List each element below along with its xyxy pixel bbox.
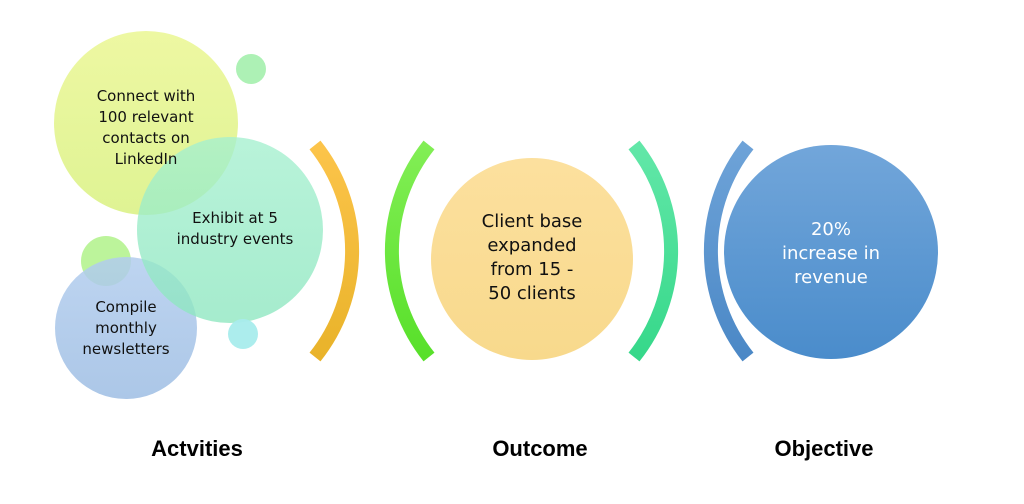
text-line: contacts on xyxy=(102,129,190,147)
text-line: Compile xyxy=(95,298,157,316)
objective-bubble xyxy=(724,145,938,359)
text-line: 20% xyxy=(810,219,851,240)
text-line: newsletters xyxy=(82,340,170,358)
text-line: expanded xyxy=(487,235,577,256)
small-bubble-cyan xyxy=(228,319,258,349)
text-line: LinkedIn xyxy=(114,150,178,168)
text-line: Exhibit at 5 xyxy=(192,209,278,227)
text-line: increase in xyxy=(782,243,880,264)
activity-text-events: Exhibit at 5 industry events xyxy=(165,208,305,250)
activity-bubble-events xyxy=(137,137,323,323)
text-line: monthly xyxy=(95,319,157,337)
objective-text: 20% increase in revenue xyxy=(751,218,911,290)
text-line: industry events xyxy=(176,230,294,248)
text-line: 50 clients xyxy=(488,283,576,304)
bracket-blue-open xyxy=(703,140,754,362)
outcome-bubble xyxy=(431,158,633,360)
label-outcome: Outcome xyxy=(492,436,588,461)
label-activities: Actvities xyxy=(151,436,243,461)
bracket-orange-close xyxy=(309,140,360,362)
text-line: Client base xyxy=(481,211,583,232)
activity-text-newsletters: Compile monthly newsletters xyxy=(66,297,186,360)
label-objective: Objective xyxy=(774,436,874,461)
text-line: 100 relevant xyxy=(98,108,194,126)
activity-text-linkedin: Connect with 100 relevant contacts on Li… xyxy=(76,86,216,170)
outcome-text: Client base expanded from 15 - 50 client… xyxy=(452,210,612,306)
bracket-green-open xyxy=(384,140,435,362)
text-line: revenue xyxy=(794,267,868,288)
text-line: from 15 - xyxy=(490,259,574,280)
bracket-teal-close xyxy=(628,140,679,362)
small-bubble-green-top xyxy=(236,54,266,84)
text-line: Connect with xyxy=(96,87,196,105)
